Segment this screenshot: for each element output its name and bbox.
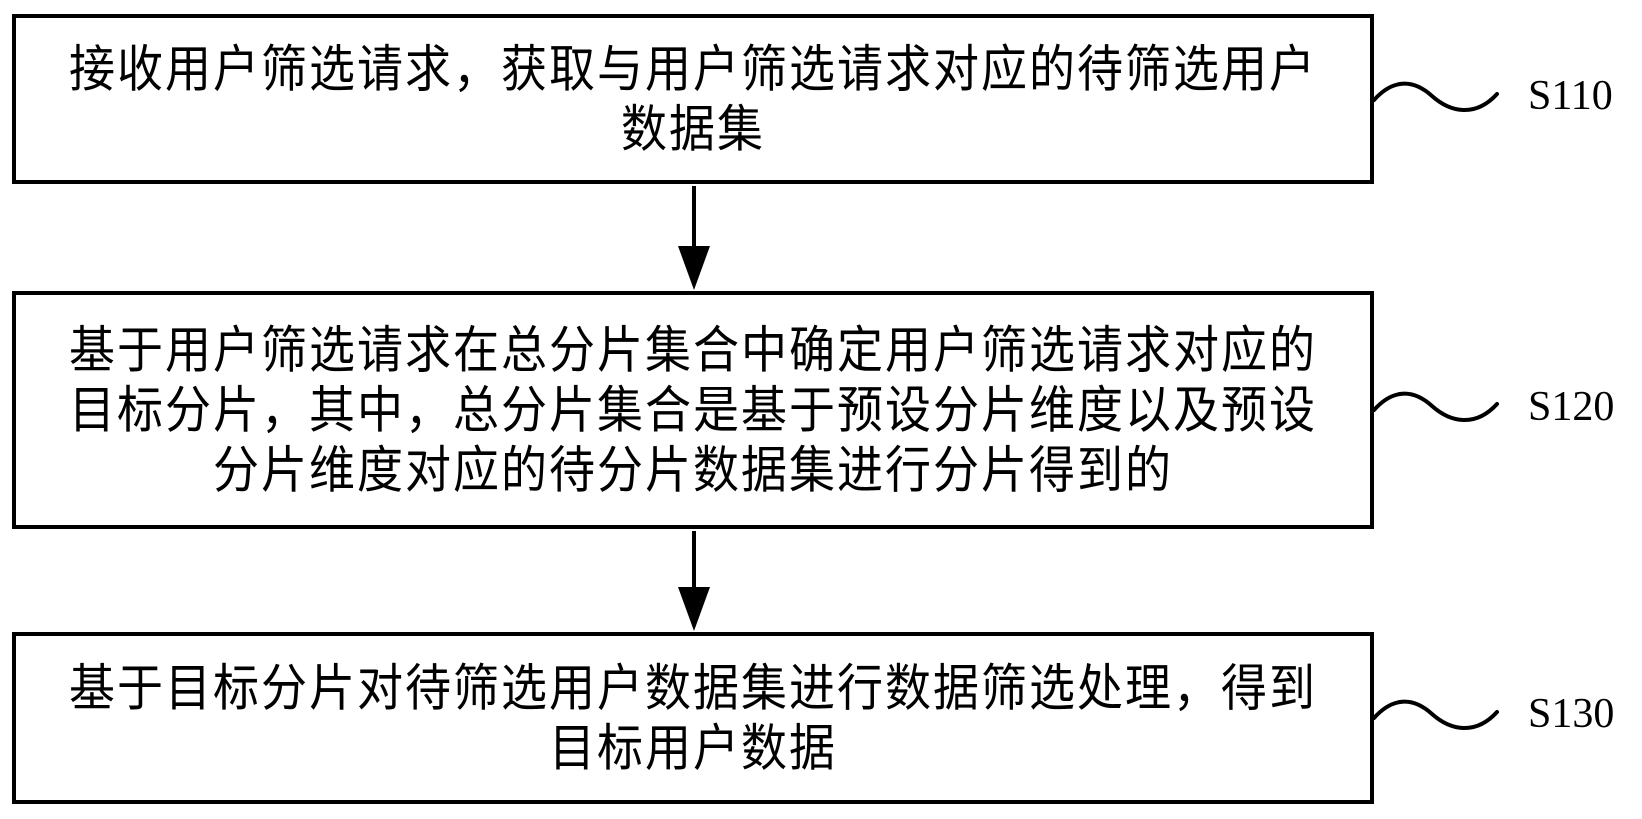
tilde-leader-s130 (1372, 699, 1499, 730)
step-box-s110: 接收用户筛选请求，获取与用户筛选请求对应的待筛选用户 数据集 (12, 14, 1374, 184)
step-label-s120: S120 (1528, 384, 1615, 430)
step-text-line: 基于目标分片对待筛选用户数据集进行数据筛选处理，得到 (69, 658, 1317, 718)
step-text-line: 目标用户数据 (549, 718, 837, 778)
step-box-s120: 基于用户筛选请求在总分片集合中确定用户筛选请求对应的 目标分片，其中，总分片集合… (12, 291, 1374, 529)
step-label-s130: S130 (1528, 691, 1615, 737)
step-text-line: 分片维度对应的待分片数据集进行分片得到的 (213, 440, 1173, 500)
tilde-leader-s110 (1372, 81, 1499, 112)
step-text-line: 基于用户筛选请求在总分片集合中确定用户筛选请求对应的 (69, 320, 1317, 380)
arrow-s120-to-s130 (678, 531, 710, 631)
step-text-line: 数据集 (621, 99, 765, 159)
arrow-s110-to-s120 (678, 186, 710, 290)
tilde-leader-s120 (1372, 391, 1499, 422)
step-text-line: 接收用户筛选请求，获取与用户筛选请求对应的待筛选用户 (69, 39, 1317, 99)
step-box-s130: 基于目标分片对待筛选用户数据集进行数据筛选处理，得到 目标用户数据 (12, 632, 1374, 804)
step-text-line: 目标分片，其中，总分片集合是基于预设分片维度以及预设 (69, 380, 1317, 440)
step-label-s110: S110 (1528, 73, 1613, 119)
